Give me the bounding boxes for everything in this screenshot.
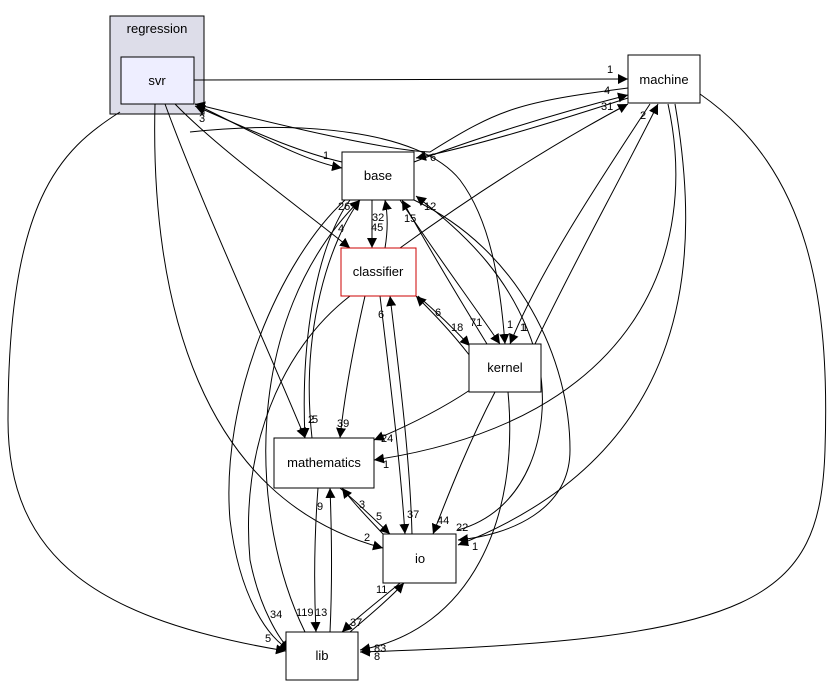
- node-kernel[interactable]: kernel: [468, 343, 542, 393]
- edge-io-mathematics: [341, 487, 384, 535]
- edge-label-mathematics-lib: 9: [317, 501, 323, 513]
- edge-label-kernel-classifier: 18: [451, 322, 463, 334]
- edge-label-machine-io: 1: [472, 541, 478, 553]
- node-machine[interactable]: machine: [627, 54, 701, 104]
- cluster-regression-label: regression: [127, 21, 188, 36]
- edge-lib-io: [349, 582, 405, 633]
- edge-svr-classifier: [174, 103, 351, 249]
- node-svr-label: svr: [148, 73, 166, 88]
- edge-label-io-lib: 37: [350, 617, 362, 629]
- edge-labels: 1 4 1 3 31 6 45 32 5 26 22 12 71 15 34 1…: [199, 64, 646, 663]
- node-io[interactable]: io: [382, 533, 457, 584]
- edge-label-lib-io: 11: [376, 584, 387, 596]
- edge-label-kernel-lib: 83: [374, 643, 386, 655]
- edge-machine-base: [415, 97, 629, 161]
- node-mathematics-label: mathematics: [287, 455, 361, 470]
- edge-label-svr-base: 1: [323, 150, 329, 162]
- edge-machine-io: [457, 103, 687, 546]
- node-machine-label: machine: [639, 72, 688, 87]
- node-svr[interactable]: svr: [120, 56, 195, 105]
- edge-base-machine: [413, 92, 629, 163]
- node-kernel-label: kernel: [487, 360, 523, 375]
- edge-machine-svr: [194, 87, 629, 153]
- edge-kernel-io: [431, 391, 496, 535]
- node-lib[interactable]: lib: [285, 631, 359, 681]
- edge-svr-mathematics: [164, 103, 306, 439]
- edge-label-svr-io: 2: [364, 532, 370, 544]
- edge-label-kernel-base: 15: [404, 213, 416, 225]
- edge-label-base-svr: 3: [199, 113, 205, 125]
- edge-lib-mathematics: [325, 487, 336, 633]
- edge-classifier-base: [382, 199, 392, 249]
- edge-label-io-mathematics: 3: [359, 499, 365, 511]
- edge-label-classifier-base: 32: [372, 212, 384, 224]
- edge-label-svr-classifier: 4: [338, 223, 344, 235]
- edge-svr-io: [154, 103, 384, 551]
- node-classifier-label: classifier: [353, 264, 404, 279]
- edge-machine-lib: [359, 93, 827, 657]
- edge-label-base-kernel: 71: [470, 317, 482, 329]
- edge-label-kernel-mathematics: 24: [381, 433, 393, 445]
- edge-svr-lib: [7, 111, 287, 655]
- edge-kernel-mathematics: [373, 389, 471, 441]
- edge-label-machine-base: 6: [430, 152, 436, 164]
- edge-label-svr-mathematics: 2: [308, 414, 314, 426]
- node-mathematics[interactable]: mathematics: [273, 437, 375, 489]
- edge-classifier-lib: [247, 295, 351, 651]
- edge-label-classifier-mathematics: 39: [337, 418, 349, 430]
- edge-kernel-classifier: [415, 295, 471, 357]
- edge-svr-kernel: [189, 126, 510, 345]
- edge-label-base-classifier: 45: [371, 222, 383, 234]
- edge-base-io: [413, 199, 571, 545]
- edge-label-classifier-machine: 2: [640, 110, 646, 122]
- edge-label-kernel-io: 44: [437, 515, 449, 527]
- edge-machine-kernel: [509, 103, 651, 345]
- node-base[interactable]: base: [341, 151, 415, 201]
- edge-label-classifier-io: 37: [407, 509, 419, 521]
- edge-mathematics-base: [308, 199, 361, 439]
- edge-label-base-machine: 31: [601, 101, 613, 113]
- edge-label-svr-lib: 5: [265, 633, 271, 645]
- edge-label-io-base: 12: [424, 201, 436, 213]
- edge-classifier-io: [379, 295, 410, 535]
- edge-classifier-mathematics: [336, 295, 366, 439]
- edge-label-machine-kernel: 1: [507, 319, 513, 331]
- edge-label-base-lib: 34: [270, 609, 282, 621]
- edge-kernel-base: [401, 199, 488, 345]
- node-lib-label: lib: [315, 648, 328, 663]
- edge-label-svr-kernel: 1: [522, 322, 528, 334]
- edge-kernel-machine: [534, 103, 659, 345]
- edges: [7, 74, 827, 657]
- edge-label-base-mathematics: 5: [312, 414, 318, 426]
- edge-label-kernel-machine: 1: [520, 322, 526, 334]
- edge-io-classifier: [386, 295, 413, 535]
- edge-label-machine-svr: 4: [604, 85, 610, 97]
- edge-svr-base: [194, 103, 343, 172]
- node-classifier[interactable]: classifier: [340, 247, 417, 297]
- edge-label-machine-lib: 8: [374, 651, 380, 663]
- edge-label-lib-base: 119: [296, 607, 314, 619]
- edge-label-classifier-kernel: 6: [435, 307, 441, 319]
- edge-label-classifier-lib: 13: [315, 607, 327, 619]
- edge-base-lib: [228, 199, 346, 651]
- edge-label-mathematics-io: 5: [376, 511, 382, 523]
- edge-classifier-machine: [399, 103, 629, 249]
- node-io-label: io: [415, 551, 425, 566]
- edge-label-base-io: 22: [456, 522, 468, 534]
- node-base-label: base: [364, 168, 392, 183]
- edge-label-mathematics-base: 26: [338, 201, 350, 213]
- edge-mathematics-lib: [310, 487, 321, 633]
- edge-label-io-classifier: 6: [378, 309, 384, 321]
- edge-base-svr: [194, 105, 343, 163]
- edge-label-machine-mathematics: 1: [383, 459, 389, 471]
- edge-kernel-lib: [359, 391, 511, 654]
- edge-lib-base: [265, 199, 361, 633]
- edge-svr-machine: [193, 74, 629, 85]
- edge-base-mathematics: [299, 199, 351, 439]
- edge-label-svr-machine: 1: [607, 64, 613, 76]
